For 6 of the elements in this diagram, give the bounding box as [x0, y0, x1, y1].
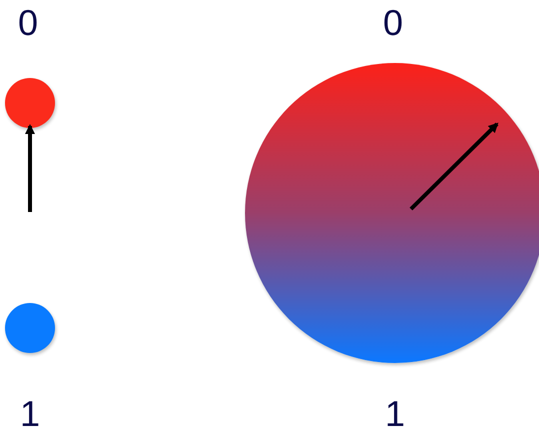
- state-label: 1: [20, 396, 40, 432]
- state-label: 0: [382, 5, 404, 41]
- state-dot: [5, 303, 55, 353]
- state-dot: [5, 78, 55, 128]
- state-label: 1: [384, 396, 406, 432]
- state-label: 0: [18, 5, 38, 41]
